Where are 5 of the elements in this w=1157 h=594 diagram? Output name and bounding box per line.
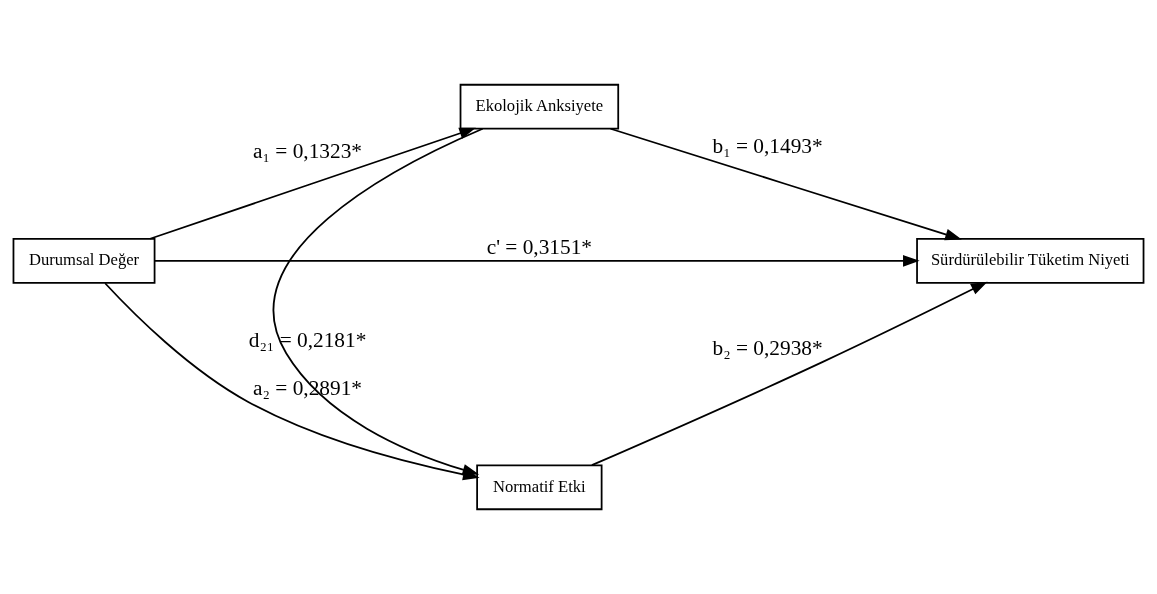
edge-label: c' = 0,3151* <box>486 235 593 260</box>
edge-label: a₁ = 0,1323* <box>253 139 363 164</box>
edge-label: b₂ = 0,2938* <box>712 335 823 360</box>
edge-label: d₂₁ = 0,2181* <box>248 327 367 352</box>
edge-label: b₁ = 0,1493* <box>712 134 823 159</box>
